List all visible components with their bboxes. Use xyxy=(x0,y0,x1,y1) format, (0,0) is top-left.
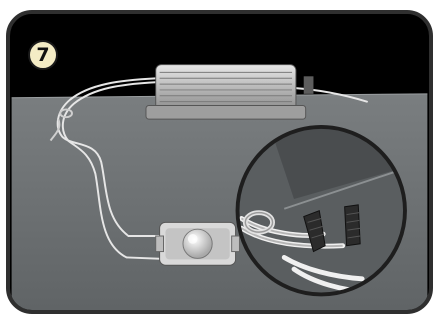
led-driver xyxy=(145,64,314,120)
wire-knot xyxy=(49,108,73,142)
illustration-frame: 7 xyxy=(6,10,433,314)
wires xyxy=(56,77,368,261)
step-number-badge: 7 xyxy=(28,40,58,70)
zoom-detail xyxy=(235,125,407,297)
wiring-illustration xyxy=(11,14,428,310)
wire-nut-connectors xyxy=(303,204,361,253)
step-number: 7 xyxy=(36,44,50,66)
led-module xyxy=(155,221,240,266)
